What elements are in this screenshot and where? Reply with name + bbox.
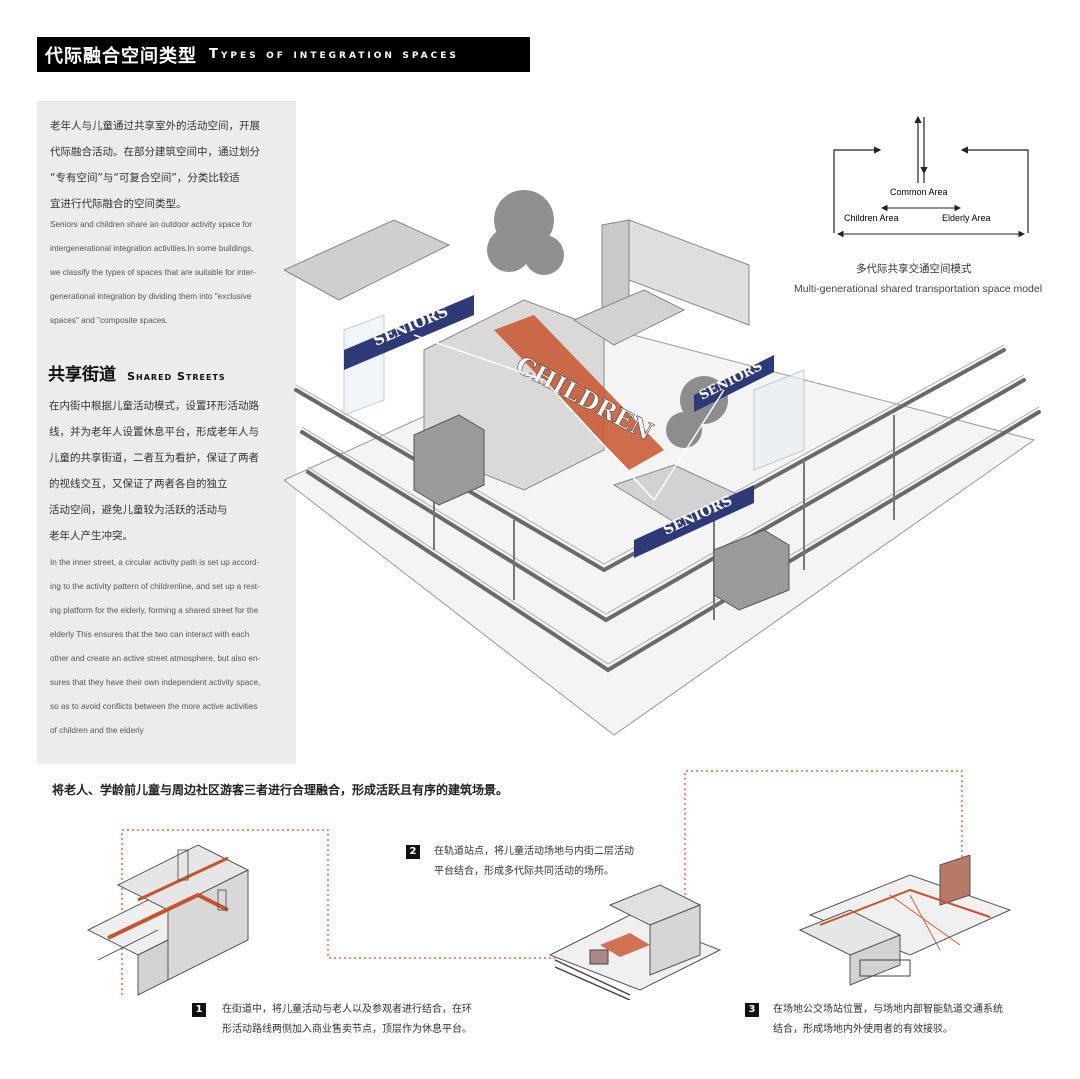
- note-1-text: 在街道中，将儿童活动与老人以及参观者进行结合，在环 形活动路线两侧加入商业售卖节…: [222, 1000, 552, 1040]
- intro-zh-line: 代际融合活动。在部分建筑空间中，通过划分: [50, 146, 260, 158]
- street-en-line: elderly This ensures that the two can in…: [50, 630, 250, 639]
- intro-zh-line: 老年人与儿童通过共享室外的活动空间，开展: [50, 120, 260, 132]
- model-caption-en: Multi-generational shared transportation…: [794, 283, 1043, 295]
- street-zh-line: 线，并为老年人设置休息平台，形成老年人与: [49, 426, 259, 438]
- note-1-line: 在街道中，将儿童活动与老人以及参观者进行结合，在环: [222, 1004, 472, 1015]
- intro-en-line: spaces" and "composite spaces.: [50, 316, 168, 325]
- header-title-en: Types of integration spaces: [209, 47, 459, 62]
- intro-en: Seniors and children share an outdoor ac…: [50, 213, 288, 333]
- mini-illustration-street: [86, 844, 250, 996]
- note-2-number: 2: [406, 845, 420, 859]
- note-3-line: 结合，形成场地内外使用者的有效接驳。: [773, 1024, 953, 1035]
- track-rails: [294, 348, 1041, 673]
- street-en-line: ing to the activity pattern of childrenl…: [50, 582, 260, 591]
- street-zh-line: 老年人产生冲突。: [49, 530, 133, 542]
- elderly-area-label: Elderly Area: [942, 213, 991, 223]
- glass-panel-2: [753, 369, 805, 471]
- note-2-text: 在轨道站点，将儿童活动场地与内街二层活动 平台结合，形成多代际共同活动的场所。: [434, 842, 684, 882]
- street-zh-line: 儿童的共享街道，二者互为看护，保证了两者: [49, 452, 259, 464]
- summary-statement: 将老人、学龄前儿童与周边社区游客三者进行合理融合，形成活跃且有序的建筑场景。: [52, 783, 509, 797]
- note-3-line: 在场地公交场站位置，与场地内部智能轨道交通系统: [773, 1004, 1003, 1015]
- shared-streets-title: 共享街道 Shared Streets: [48, 360, 226, 385]
- header-banner: 代际融合空间类型 Types of integration spaces: [37, 37, 530, 72]
- note-2-line: 在轨道站点，将儿童活动场地与内街二层活动: [434, 846, 634, 857]
- street-zh-line: 的视线交互，又保证了两者各自的独立: [49, 478, 228, 490]
- shared-streets-title-en: Shared Streets: [127, 370, 226, 383]
- street-zh-line: 活动空间，避免儿童较为活跃的活动与: [49, 504, 228, 516]
- upper-frame: [628, 219, 750, 326]
- info-panel: [37, 101, 296, 764]
- shared-streets-zh: 在内街中根据儿童活动模式，设置环形活动路 线，并为老年人设置休息平台，形成老年人…: [49, 393, 285, 549]
- street-en-line: other and create an active street atmosp…: [50, 654, 261, 663]
- mini-illustration-station: [548, 884, 722, 1000]
- right-path-arrow: [960, 146, 1029, 233]
- note-3-text: 在场地公交场站位置，与场地内部智能轨道交通系统 结合，形成场地内外使用者的有效接…: [773, 1000, 1058, 1040]
- common-area-label: Common Area: [890, 187, 948, 197]
- rail-highlights: [295, 344, 1040, 665]
- rooftop-terrace-left: [284, 219, 451, 301]
- street-zh-line: 在内街中根据儿童活动模式，设置环形活动路: [49, 400, 259, 412]
- note-2-line: 平台结合，形成多代际共同活动的场所。: [434, 866, 614, 877]
- intro-zh: 老年人与儿童通过共享室外的活动空间，开展 代际融合活动。在部分建筑空间中，通过划…: [50, 113, 286, 217]
- shared-streets-title-zh: 共享街道: [48, 365, 116, 385]
- intro-zh-line: “专有空间”与“可复合空间”，分类比较适: [50, 172, 240, 184]
- street-en-line: ing platform for the elderly, forming a …: [50, 606, 259, 615]
- circulation-model-diagram: Common Area Children Area Elderly Area: [833, 115, 1029, 238]
- shared-streets-en: In the inner street, a circular activity…: [50, 551, 288, 743]
- intro-en-line: Seniors and children share an outdoor ac…: [50, 220, 253, 229]
- note-1-number: 1: [192, 1003, 206, 1017]
- left-path-arrow: [833, 146, 882, 233]
- rooftop-terrace-right: [572, 289, 686, 346]
- intro-zh-line: 宜进行代际融合的空间类型。: [50, 198, 187, 210]
- children-area-label: Children Area: [844, 213, 899, 223]
- street-en-line: In the inner street, a circular activity…: [50, 558, 260, 567]
- note-1-line: 形活动路线两侧加入商业售卖节点，顶层作为休息平台。: [222, 1024, 472, 1035]
- intro-en-line: generational integration by dividing the…: [50, 292, 252, 301]
- note-3-number: 3: [745, 1003, 759, 1017]
- tram-car-1: [413, 414, 485, 506]
- model-caption-zh: 多代际共享交通空间模式: [856, 263, 972, 275]
- tram-car-2: [713, 529, 790, 611]
- mini-illustration-bus-station: [798, 855, 1012, 986]
- intro-en-line: we classify the types of spaces that are…: [50, 268, 256, 277]
- intro-en-line: intergenerational integration activities…: [50, 244, 254, 253]
- street-en-line: so as to avoid conflicts between the mor…: [50, 702, 258, 711]
- street-en-line: of children and the elderly: [50, 726, 144, 735]
- header-title-zh: 代际融合空间类型: [45, 45, 197, 67]
- children-activity-path: [494, 315, 664, 470]
- street-en-line: sures that they have their own independe…: [50, 678, 261, 687]
- main-axonometric-illustration: SENIORS CHILDREN SENIORS SENIORS: [284, 190, 1041, 736]
- connection-lines: [413, 334, 725, 501]
